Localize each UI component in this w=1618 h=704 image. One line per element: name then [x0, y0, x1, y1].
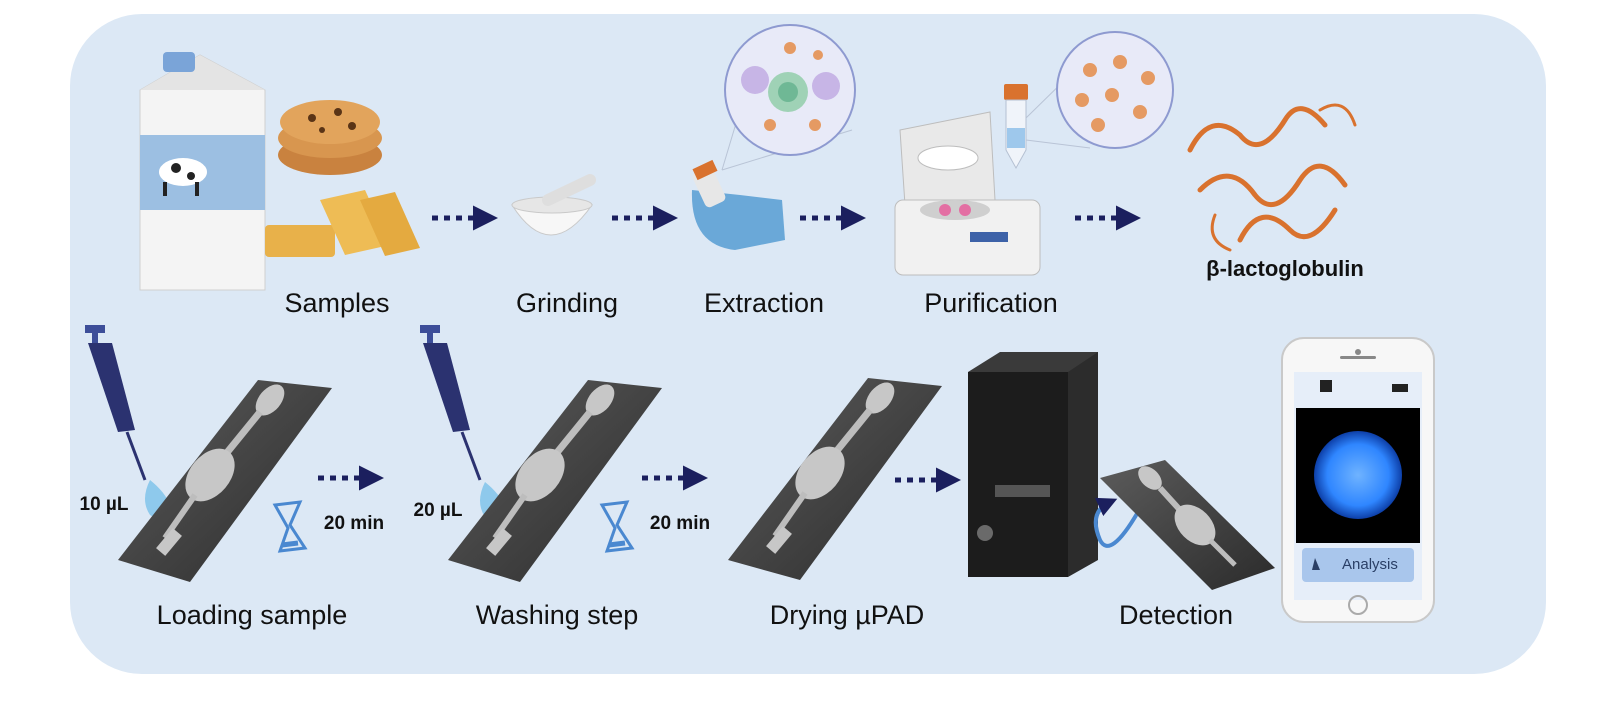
- cell-lysate-zoom-icon: [724, 24, 856, 156]
- cookies-icon: [278, 100, 382, 175]
- detection-box-icon: [968, 352, 1098, 577]
- hourglass-icon-1: [272, 500, 308, 553]
- purified-protein-zoom-icon: [1056, 31, 1174, 149]
- upad-chip-1: [118, 380, 332, 582]
- step-label-loading: Loading sample: [156, 600, 348, 630]
- analysis-button[interactable]: Analysis: [1342, 556, 1398, 573]
- step-label-purification: Purification: [924, 288, 1058, 318]
- time-label-2: 20 min: [649, 513, 711, 534]
- smartphone-icon: [1281, 337, 1435, 623]
- upad-chip-3: [728, 378, 942, 580]
- time-label-1: 20 min: [323, 513, 385, 534]
- pipette-icon-1: [85, 325, 170, 519]
- centrifuge-icon: [894, 111, 1041, 276]
- step-label-drying: Drying µPAD: [769, 600, 925, 630]
- volume-label-2: 20 µL: [413, 500, 463, 521]
- beta-lactoglobulin-structure-icon: [1187, 103, 1357, 252]
- step-label-samples: Samples: [284, 288, 390, 318]
- insert-arrow-icon: [1093, 497, 1140, 548]
- step-label-detection: Detection: [1118, 600, 1234, 630]
- volume-label-1: 10 µL: [79, 494, 129, 515]
- falcon-tube-icon: [1004, 69, 1091, 170]
- pipette-icon-2: [420, 325, 505, 521]
- cereal-bars-icon: [265, 190, 420, 257]
- hourglass-icon-2: [599, 500, 635, 553]
- step-label-grinding: Grinding: [515, 288, 619, 318]
- step-label-extraction: Extraction: [703, 288, 825, 318]
- step-label-washing: Washing step: [475, 600, 639, 630]
- milk-carton-icon: [139, 52, 266, 291]
- mortar-pestle-icon: [511, 174, 596, 236]
- protein-label: β-lactoglobulin: [1206, 256, 1364, 281]
- upad-chip-2: [448, 380, 662, 582]
- upad-chip-4: [1100, 460, 1275, 590]
